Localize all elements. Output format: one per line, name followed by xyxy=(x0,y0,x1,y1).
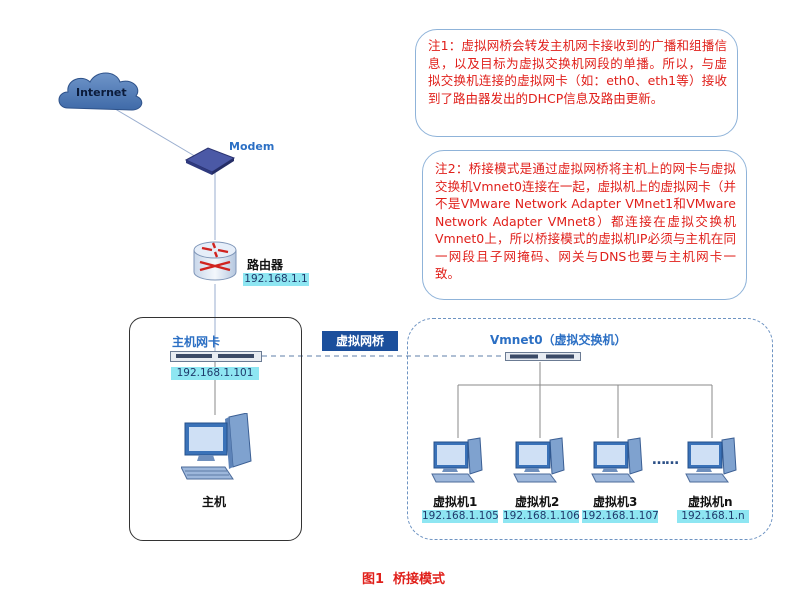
host-nic-icon xyxy=(170,351,262,362)
note-2: 注2：桥接模式是通过虚拟网桥将主机上的网卡与虚拟交换机Vmnet0连接在一起，虚… xyxy=(422,150,747,300)
vm-1-computer-icon xyxy=(431,437,483,483)
vm-1-ip: 192.168.1.105 xyxy=(422,510,499,523)
vm-3-ip: 192.168.1.107 xyxy=(582,510,659,523)
vm-1-label: 虚拟机1 xyxy=(433,495,478,509)
vm-3-label: 虚拟机3 xyxy=(593,495,638,509)
vm-2-computer-icon xyxy=(513,437,565,483)
vm-n-ip: 192.168.1.n xyxy=(677,510,749,523)
cloud-icon xyxy=(58,72,143,111)
vm-2-label: 虚拟机2 xyxy=(515,495,560,509)
note-2-text: 注2：桥接模式是通过虚拟网桥将主机上的网卡与虚拟交换机Vmnet0连接在一起，虚… xyxy=(435,161,736,281)
host-nic-label: 主机网卡 xyxy=(172,335,221,349)
host-computer-icon xyxy=(181,413,252,480)
router-ip: 192.168.1.1 xyxy=(243,273,309,286)
vm-2-ip: 192.168.1.106 xyxy=(503,510,580,523)
host-nic-ip: 192.168.1.101 xyxy=(171,367,259,380)
host-label: 主机 xyxy=(202,495,227,509)
vswitch-area xyxy=(407,318,773,540)
note-1: 注1：虚拟网桥会转发主机网卡接收到的广播和组播信息，以及目标为虚拟交换机网段的单… xyxy=(415,29,738,137)
router-icon xyxy=(193,241,237,281)
virtual-bridge-badge: 虚拟网桥 xyxy=(322,331,398,351)
internet-label: Internet xyxy=(76,86,127,99)
figure-caption: 图1 桥接模式 xyxy=(361,572,446,587)
vswitch-icon xyxy=(505,352,581,361)
vm-n-computer-icon xyxy=(685,437,737,483)
vm-ellipsis: …… xyxy=(652,452,679,468)
vm-3-computer-icon xyxy=(591,437,643,483)
note-1-text: 注1：虚拟网桥会转发主机网卡接收到的广播和组播信息，以及目标为虚拟交换机网段的单… xyxy=(428,38,727,106)
vswitch-label: Vmnet0（虚拟交换机） xyxy=(490,333,627,347)
modem-icon xyxy=(184,147,236,175)
modem-label: Modem xyxy=(229,140,275,153)
host-box xyxy=(129,317,302,541)
vm-n-label: 虚拟机n xyxy=(688,495,733,509)
router-label: 路由器 xyxy=(247,258,284,272)
